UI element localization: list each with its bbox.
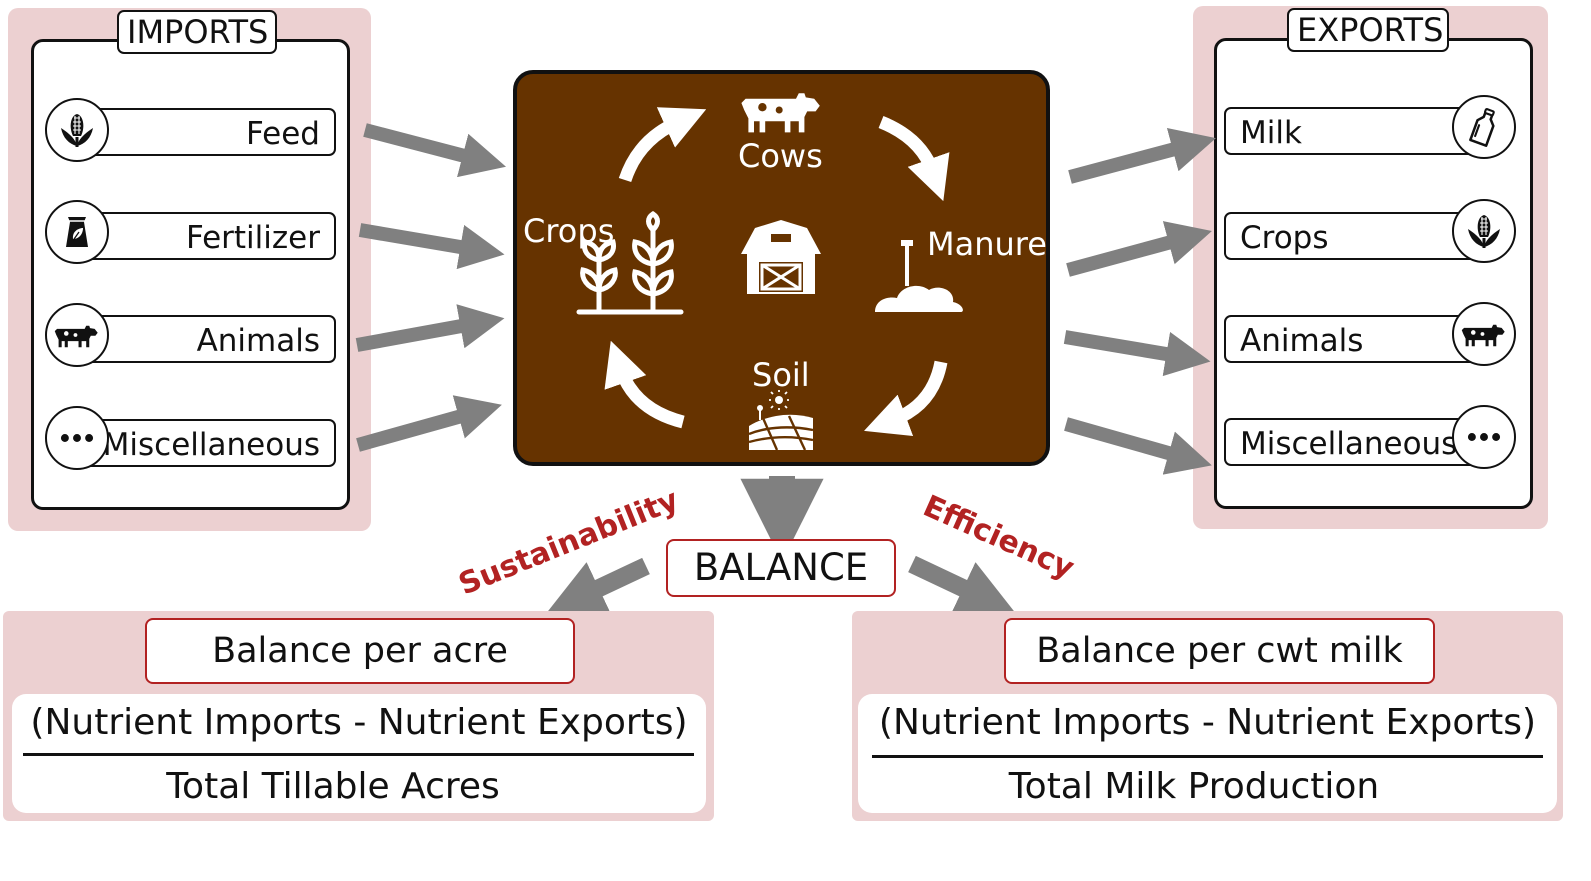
cycle-arrow-cows-to-manure — [878, 115, 950, 202]
export-icon-miscellaneous — [1452, 405, 1516, 469]
per-acre-numerator: (Nutrient Imports - Nutrient Exports) — [30, 702, 688, 743]
per-cwt-formula-box — [858, 694, 1557, 813]
cycle-arrow-manure-to-soil — [864, 360, 948, 437]
manure-icon — [875, 240, 963, 312]
export-item-miscellaneous: Miscellaneous — [1224, 418, 1486, 466]
import-icon-fertilizer — [45, 200, 109, 264]
per-acre-fraction-bar — [23, 753, 694, 756]
barn-icon — [741, 220, 821, 294]
export-item-crops: Crops — [1224, 212, 1486, 260]
cows-cycle-icon — [741, 93, 820, 133]
export-arrow-crops — [1066, 221, 1212, 277]
per-cwt-title: Balance per cwt milk — [1004, 618, 1435, 684]
export-item-milk: Milk — [1224, 107, 1486, 155]
cycle-label-cows: Cows — [738, 137, 823, 175]
imports-title: IMPORTS — [117, 10, 277, 54]
cycle-graphics — [576, 93, 963, 451]
soil-icon — [748, 390, 814, 451]
per-cwt-numerator: (Nutrient Imports - Nutrient Exports) — [878, 702, 1537, 743]
export-icon-crops — [1452, 199, 1516, 263]
per-cwt-denominator: Total Milk Production — [1008, 766, 1380, 807]
efficiency-arrow — [908, 555, 1016, 615]
import-icon-animals — [45, 303, 109, 367]
cycle-arrow-soil-to-crops — [604, 340, 685, 429]
exports-title: EXPORTS — [1287, 8, 1449, 52]
import-icon-feed — [45, 98, 109, 162]
export-icon-animals — [1452, 302, 1516, 366]
import-item-feed: Feed — [78, 108, 336, 156]
import-icon-miscellaneous — [45, 406, 109, 470]
per-acre-denominator: Total Tillable Acres — [166, 766, 500, 807]
import-arrow-miscellaneous — [356, 395, 502, 452]
import-arrow-feed — [363, 123, 507, 178]
import-arrow-animals — [355, 304, 505, 352]
export-item-animals: Animals — [1224, 315, 1486, 363]
balance-box: BALANCE — [666, 539, 896, 597]
per-acre-title: Balance per acre — [145, 618, 575, 684]
per-cwt-fraction-bar — [872, 755, 1543, 758]
sustainability-arrow — [546, 557, 650, 615]
cycle-label-manure: Manure — [927, 225, 1047, 263]
import-item-animals: Animals — [78, 315, 336, 363]
import-item-miscellaneous: Miscellaneous — [78, 419, 336, 467]
cycle-label-soil: Soil — [752, 356, 810, 394]
export-icon-milk — [1452, 95, 1516, 159]
cycle-label-crops: Crops — [523, 212, 615, 250]
export-arrow-milk — [1068, 127, 1216, 184]
import-item-fertilizer: Fertilizer — [78, 212, 336, 260]
crops-cycle-icon — [576, 210, 684, 315]
import-arrow-fertilizer — [358, 223, 505, 270]
export-arrow-animals — [1063, 330, 1211, 377]
cycle-arrow-crops-to-cows — [618, 107, 707, 183]
export-arrow-miscellaneous — [1064, 417, 1212, 475]
